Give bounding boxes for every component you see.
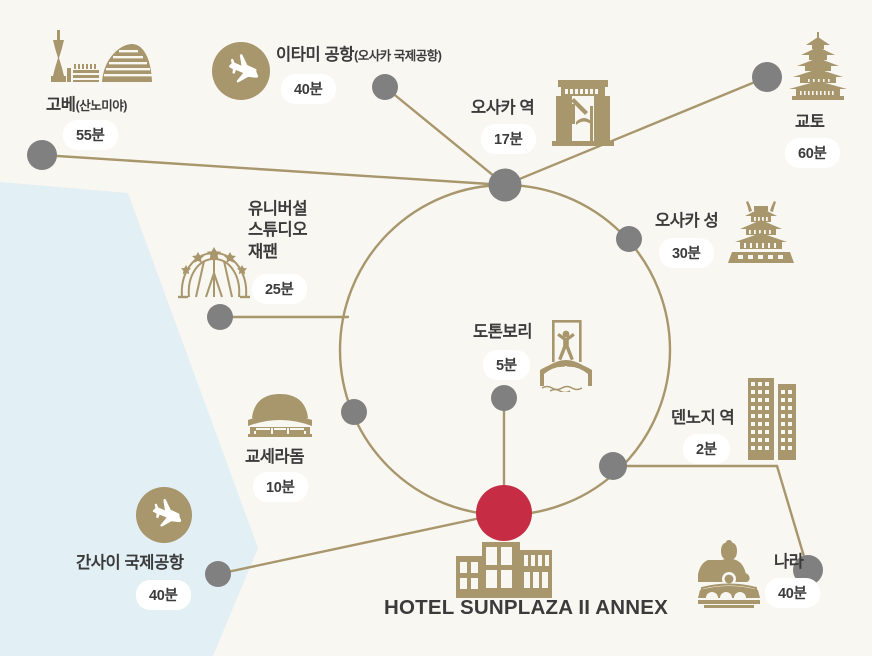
node-tennoji [599,452,627,480]
label-itami-name: 이타미 공항 [276,46,355,64]
label-kobe-sub: (산노미야) [75,99,128,113]
hotel-marker[interactable] [476,485,532,541]
hotel-building-icon [456,542,552,598]
time-osaka-castle: 30분 [659,238,714,268]
time-kyoto: 60분 [785,138,840,168]
time-tennoji: 2분 [683,434,730,464]
time-dotonbori: 5분 [483,350,530,380]
time-itami: 40분 [281,74,336,104]
label-dotonbori: 도톤보리 [473,323,533,341]
water-body [0,182,258,656]
label-tennoji: 덴노지 역 [671,409,735,427]
node-hub-osaka-station [488,168,522,202]
airplane-icon [228,54,259,83]
node-usj [207,304,233,330]
route-kansai [216,511,506,576]
buddha-icon [698,540,760,608]
airplane-icon [152,498,181,527]
time-usj: 25분 [252,274,307,304]
label-nara: 나라 [774,553,804,571]
route-itami [383,85,507,187]
label-kansai-airport: 간사이 국제공항 [76,554,184,572]
time-kansai-airport: 40분 [136,580,191,610]
time-nara: 40분 [765,578,820,608]
kansai-airport-badge[interactable] [136,487,192,543]
time-osaka-station: 17분 [481,124,536,154]
route-nara [611,464,810,572]
route-kyoto [503,75,769,187]
label-kobe: 고베(산노미야) [46,95,127,116]
node-kansai-airport [205,561,231,587]
pagoda-icon [786,32,850,102]
label-kyocera-dome: 교세라돔 [245,448,305,466]
label-usj-line-3: 재팬 [248,242,278,261]
node-dotonbori [491,385,517,411]
time-kyocera-dome: 10분 [253,472,308,502]
node-itami [372,74,398,100]
label-usj-line-1: 유니버설 [248,200,308,218]
label-usj-line-2: 스튜디오 [248,221,308,240]
label-itami-sub: (오사카 국제공항) [354,49,442,63]
kobe-port-tower-icon [44,30,154,90]
label-osaka-station: 오사카 역 [471,99,535,117]
time-kobe: 55분 [63,120,118,150]
route-nodes [27,62,823,587]
skyscraper-icon [748,378,796,460]
glico-bridge-icon [536,320,596,392]
page-title: HOTEL SUNPLAZA II ANNEX [384,596,669,619]
node-kyoto [752,62,782,92]
label-usj: 유니버설 스튜디오 재팬 [248,199,340,263]
itami-airport-badge[interactable] [212,42,270,100]
route-kobe [40,153,507,187]
osaka-station-icon [552,80,614,146]
node-kobe [27,140,57,170]
node-kyocera-dome [341,399,367,425]
dome-icon [246,392,314,440]
label-itami: 이타미 공항(오사카 국제공항) [276,45,442,66]
node-nara [793,555,823,585]
ferris-wheel-icon [174,243,254,299]
node-osaka-castle [616,226,642,252]
label-osaka-castle: 오사카 성 [655,212,719,230]
label-kobe-name: 고베 [46,96,76,114]
label-kyoto: 교토 [795,113,825,131]
castle-icon [724,196,798,266]
